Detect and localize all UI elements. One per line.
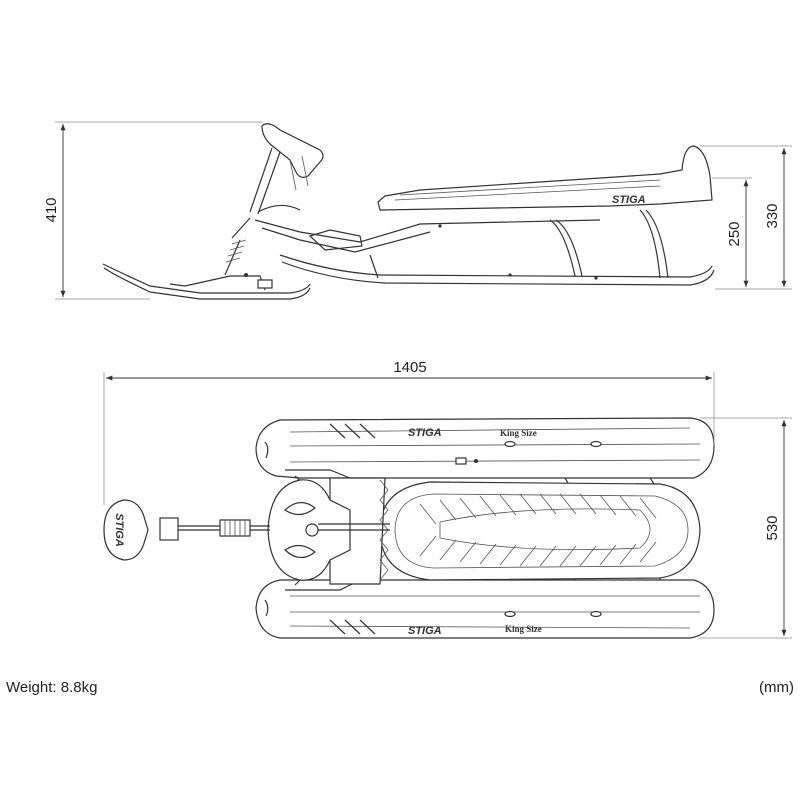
dim-410-label: 410 [43,197,60,222]
top-view: STIGA King Size STIGA King Size [103,417,715,639]
model-bottom-runner: King Size [505,624,542,634]
dim-height-total: 410 [43,121,262,300]
dim-height-seat: 250 [712,177,752,287]
brand-handle: STIGA [113,513,125,547]
dim-height-seat-front: 330 [700,145,792,290]
dim-330-label: 330 [764,203,781,228]
dim-length: 1405 [103,359,715,505]
model-top-runner: King Size [500,428,537,438]
shock-absorber-side [224,217,251,276]
brand-side-label: STIGA [612,194,646,206]
dim-250-label: 250 [726,221,743,246]
dim-width: 530 [700,417,792,639]
brand-bottom-runner: STIGA [408,625,442,637]
dim-1405-label: 1405 [393,359,426,376]
dim-530-label: 530 [764,515,781,540]
side-view: STIGA [102,123,715,300]
weight-label: Weight: 8.8kg [6,679,98,696]
brand-top-runner: STIGA [408,427,442,439]
shock-absorber-top [219,519,251,537]
units-label: (mm) [759,679,794,696]
